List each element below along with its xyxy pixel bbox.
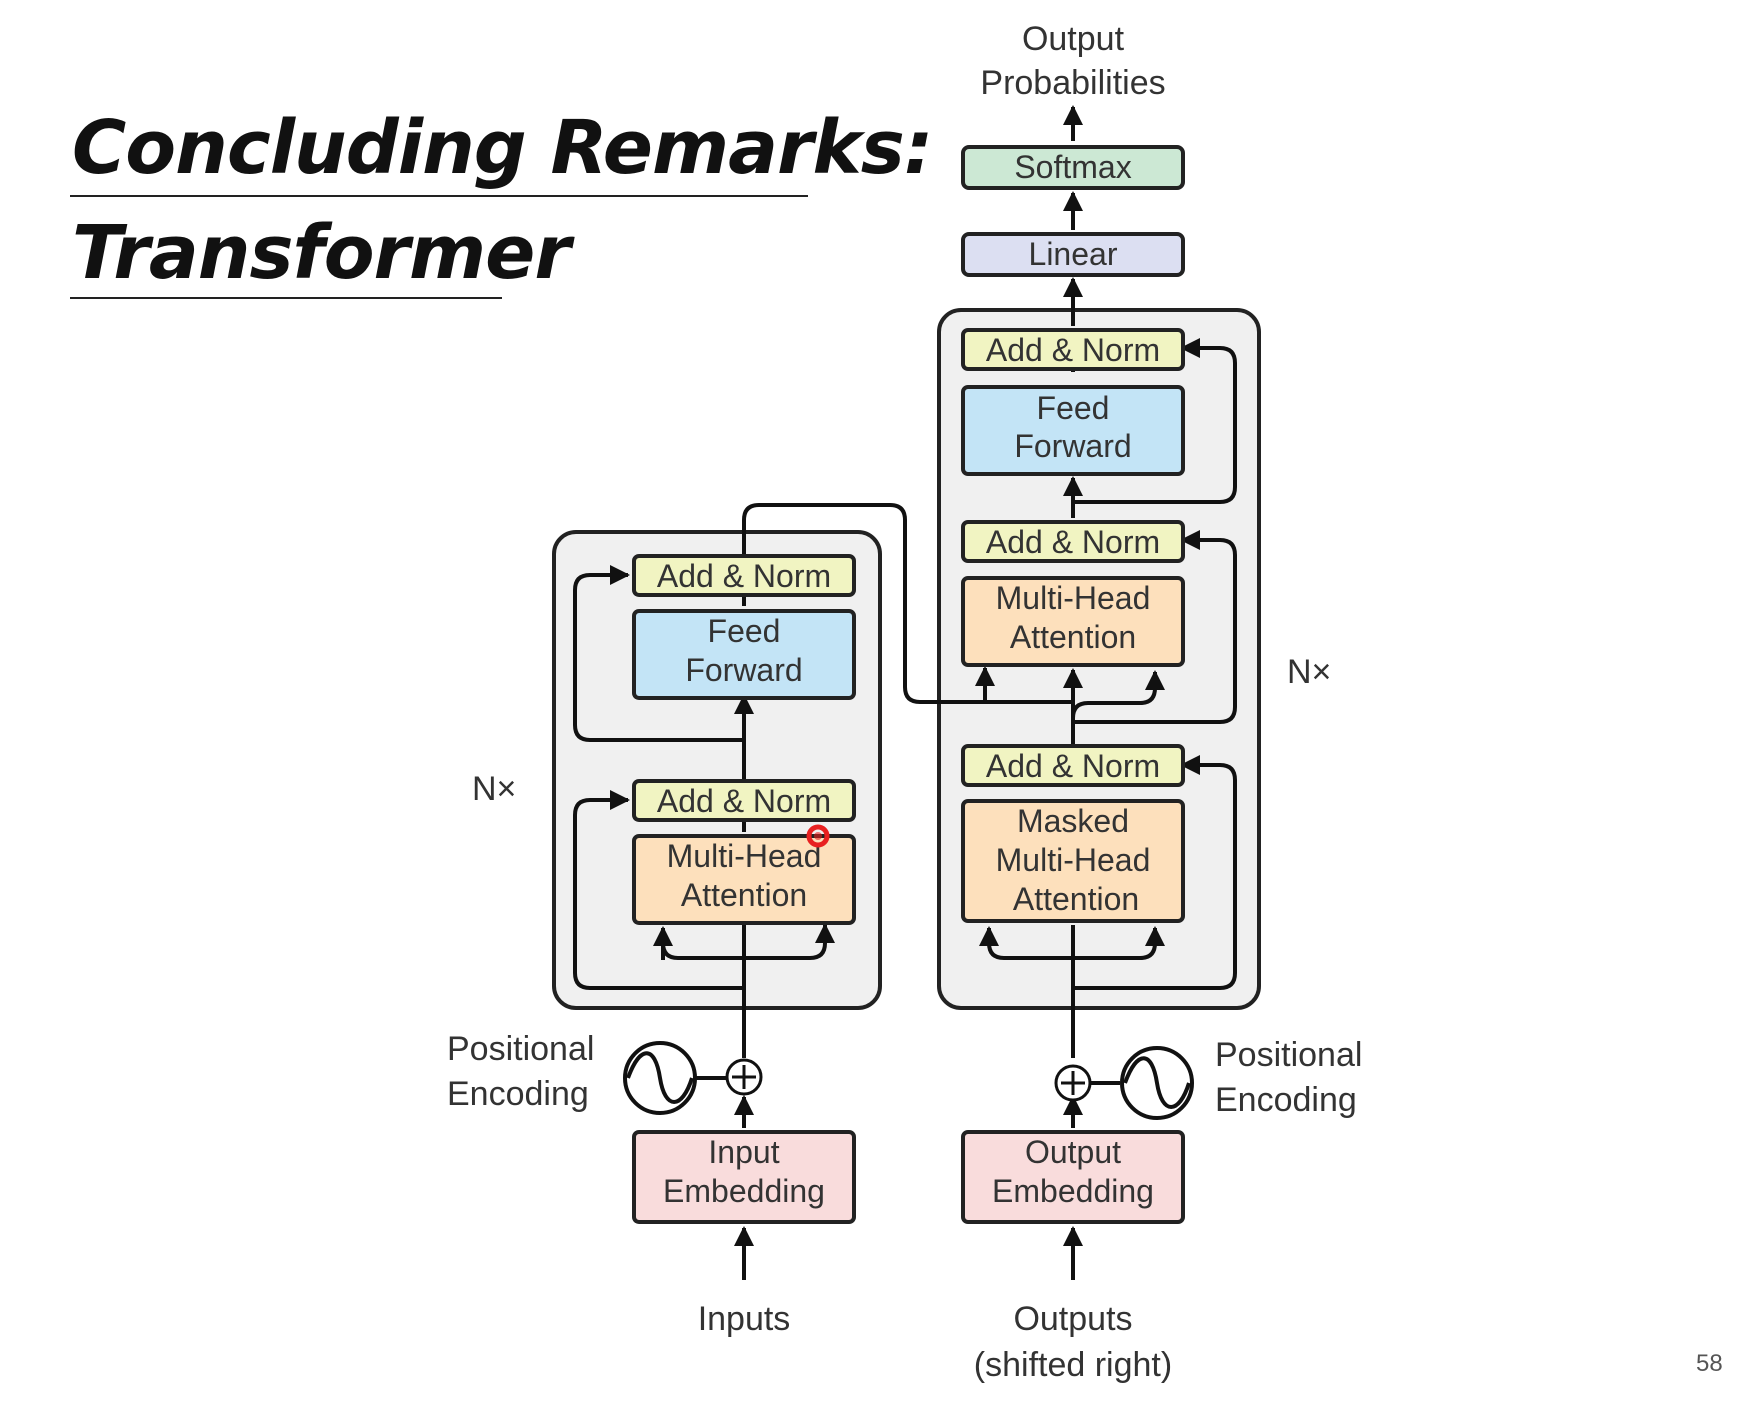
decoder-masked-attention-label-2: Multi-Head bbox=[996, 842, 1151, 878]
inputs-label: Inputs bbox=[698, 1300, 791, 1338]
encoder-add-norm-top bbox=[632, 554, 856, 597]
decoder-add-norm-mid bbox=[961, 520, 1185, 563]
decoder-add-norm-bottom bbox=[961, 744, 1185, 787]
decoder-cross-attention bbox=[961, 576, 1185, 667]
slide-title-line-1: Concluding Remarks: bbox=[72, 105, 933, 191]
decoder-cross-attention-label-1: Multi-Head bbox=[996, 580, 1151, 616]
encoder-attention-label-2: Attention bbox=[681, 877, 807, 913]
page-number: 58 bbox=[1696, 1350, 1723, 1377]
decoder-add-icon bbox=[1054, 1064, 1092, 1102]
decoder-cross-attention-label-2: Attention bbox=[1010, 619, 1136, 655]
outputs-label-2: (shifted right) bbox=[974, 1346, 1172, 1384]
input-embedding-label-2: Embedding bbox=[663, 1173, 825, 1209]
softmax-label: Softmax bbox=[1014, 149, 1131, 185]
decoder-positional-label-1: Positional bbox=[1215, 1036, 1362, 1074]
outputs-label-1: Outputs bbox=[1013, 1300, 1132, 1338]
encoder-positional-label-1: Positional bbox=[447, 1030, 594, 1068]
encoder-repeat-label: N× bbox=[472, 770, 516, 808]
decoder-add-norm-mid-label: Add & Norm bbox=[986, 524, 1160, 560]
output-probabilities-label-2: Probabilities bbox=[980, 64, 1165, 102]
decoder-feed-forward-label-1: Feed bbox=[1037, 390, 1110, 426]
decoder-masked-attention-label-3: Attention bbox=[1013, 881, 1139, 917]
input-embedding-block bbox=[632, 1130, 856, 1224]
encoder-feed-forward-label-1: Feed bbox=[708, 613, 781, 649]
encoder-attention-label-1: Multi-Head bbox=[667, 838, 822, 874]
decoder-feed-forward bbox=[961, 385, 1185, 476]
decoder-repeat-label: N× bbox=[1287, 653, 1331, 691]
linear-block bbox=[961, 232, 1185, 277]
laser-pointer-dot bbox=[806, 824, 830, 848]
output-embedding-label-2: Embedding bbox=[992, 1173, 1154, 1209]
decoder-masked-attention-label-1: Masked bbox=[1017, 803, 1129, 839]
encoder-feed-forward-label-2: Forward bbox=[685, 652, 802, 688]
encoder-feed-forward bbox=[632, 609, 856, 700]
decoder-add-norm-bottom-label: Add & Norm bbox=[986, 748, 1160, 784]
encoder-add-norm-bottom-label: Add & Norm bbox=[657, 783, 831, 819]
output-embedding-label-1: Output bbox=[1025, 1134, 1121, 1170]
title-underline-1 bbox=[70, 195, 808, 197]
encoder-add-norm-top-label: Add & Norm bbox=[657, 558, 831, 594]
encoder-add-icon bbox=[725, 1058, 763, 1096]
decoder-feed-forward-label-2: Forward bbox=[1014, 428, 1131, 464]
decoder-masked-attention bbox=[961, 799, 1185, 923]
softmax-block bbox=[961, 145, 1185, 190]
encoder-positional-label-2: Encoding bbox=[447, 1075, 589, 1113]
slide-title-line-2: Transformer bbox=[72, 210, 571, 296]
input-embedding-label-1: Input bbox=[708, 1134, 779, 1170]
title-underline-2 bbox=[70, 297, 502, 299]
output-embedding-block bbox=[961, 1130, 1185, 1224]
decoder-sine-wave-icon bbox=[1090, 1046, 1194, 1120]
decoder-positional-label-2: Encoding bbox=[1215, 1081, 1357, 1119]
decoder-add-norm-top bbox=[961, 328, 1185, 371]
encoder-stack bbox=[552, 530, 882, 1010]
laser-pointer-glow bbox=[814, 832, 822, 840]
decoder-add-norm-top-label: Add & Norm bbox=[986, 332, 1160, 368]
linear-label: Linear bbox=[1029, 236, 1118, 272]
encoder-add-norm-bottom bbox=[632, 779, 856, 822]
encoder-sine-wave-icon bbox=[623, 1041, 727, 1115]
output-probabilities-label-1: Output bbox=[1022, 20, 1125, 58]
encoder-attention bbox=[632, 834, 856, 925]
